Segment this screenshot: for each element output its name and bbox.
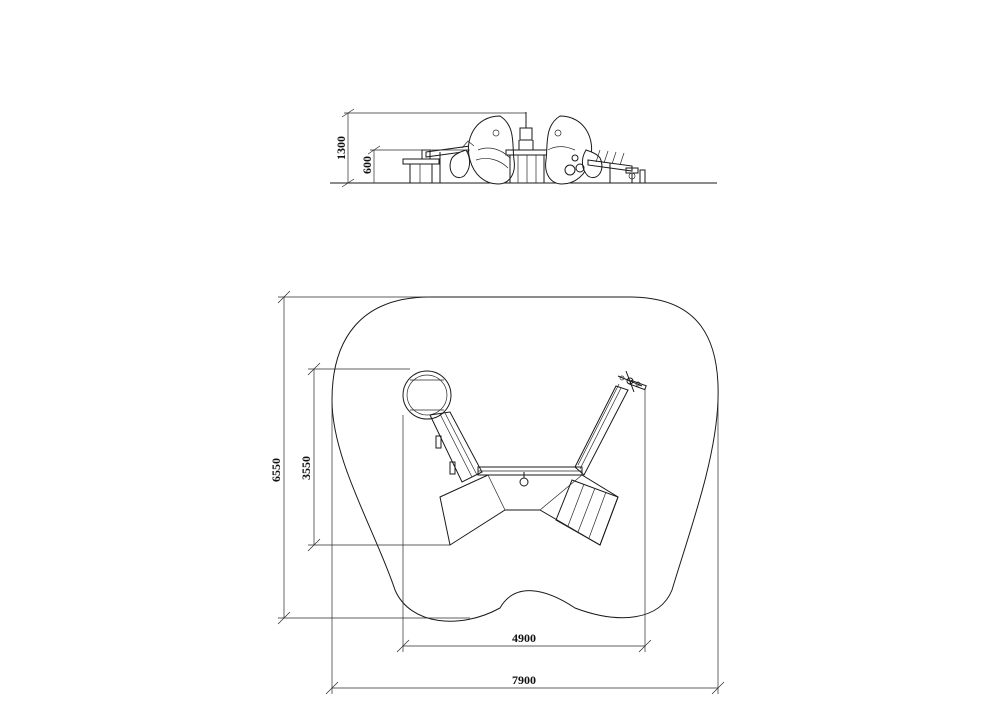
dimension-total-height: 1300 (334, 108, 526, 188)
dim-platform-height-label: 600 (360, 156, 374, 174)
central-tower (505, 112, 549, 184)
plan-view: 6550 3550 4900 7900 (269, 290, 725, 695)
dim-width-outer-label: 7900 (512, 673, 536, 687)
right-stairs-elevation (587, 149, 633, 183)
elevation-view: 1300 600 (330, 108, 717, 188)
right-ramp-plan (574, 383, 629, 476)
dimension-platform-height: 600 (360, 145, 470, 183)
spinner-plan (617, 370, 647, 393)
dimension-width-outer: 7900 (325, 673, 725, 695)
dimension-depth-outer: 6550 (269, 290, 291, 625)
dim-total-height-label: 1300 (334, 136, 348, 160)
dimension-depth-inner: 3550 (299, 362, 321, 552)
left-fish-panel (449, 115, 515, 185)
dim-depth-inner-label: 3550 (299, 456, 313, 480)
left-slide-plan (429, 411, 483, 483)
spinner-element (625, 167, 646, 184)
dim-width-inner-label: 4900 (512, 631, 536, 645)
bridge-beam (477, 466, 583, 476)
round-platform (402, 370, 452, 420)
stairs-plan (555, 479, 619, 546)
dimension-width-inner: 4900 (396, 631, 652, 653)
central-platform (439, 472, 619, 546)
right-fish-panel (545, 115, 603, 185)
dim-depth-outer-label: 6550 (269, 458, 283, 482)
safety-zone-outline (331, 296, 719, 622)
table-element (402, 158, 440, 183)
